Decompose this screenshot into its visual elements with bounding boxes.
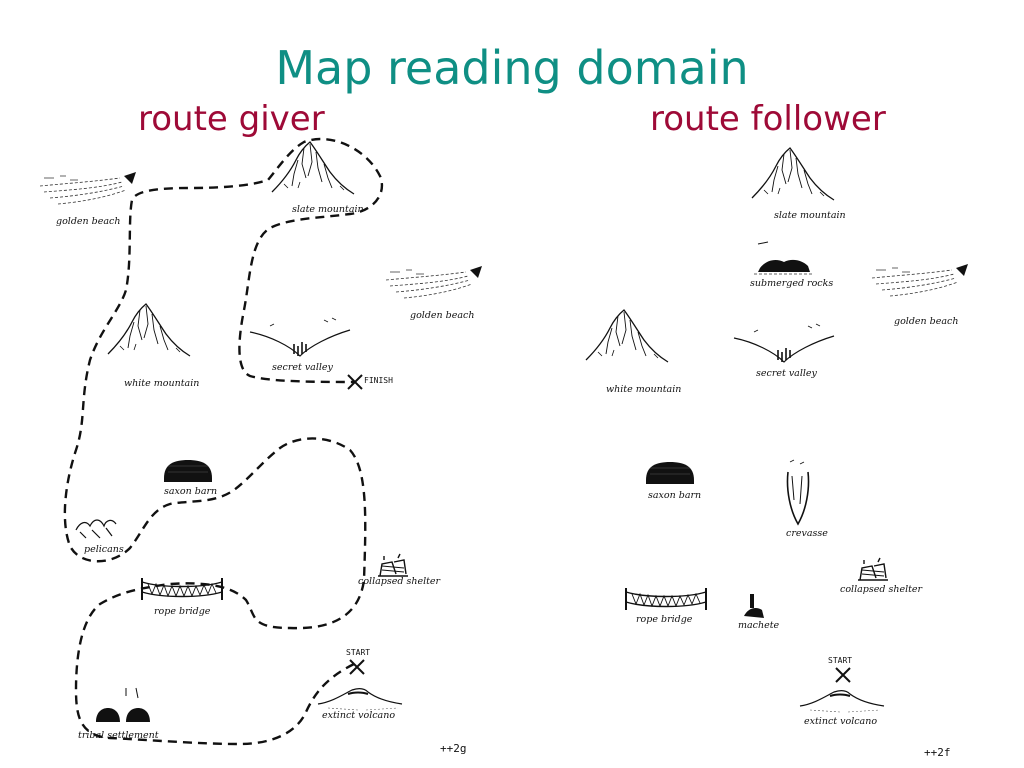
follower-saxon-barn-drawing: [645, 461, 695, 485]
follower-label-start: START: [828, 656, 853, 665]
route-path: [63, 137, 383, 746]
finish-x-mark: [347, 374, 363, 390]
follower-collapsed-shelter-drawing: [857, 557, 889, 581]
follower-label-white-mountain: white mountain: [606, 384, 682, 395]
page-title: Map reading domain: [275, 41, 749, 95]
follower-label-secret-valley: secret valley: [756, 368, 817, 379]
follower-label-saxon-barn: saxon barn: [648, 490, 702, 501]
route-follower-heading: route follower: [650, 99, 886, 139]
map-code-giver: ++2g: [440, 742, 467, 755]
machete-drawing: [744, 594, 764, 618]
map-code-follower: ++2f: [924, 746, 951, 759]
label-finish: FINISH: [364, 376, 393, 385]
follower-extinct-volcano-drawing: [799, 689, 885, 713]
label-collapsed-shelter: collapsed shelter: [358, 576, 441, 587]
follower-label-extinct-volcano: extinct volcano: [804, 716, 878, 727]
golden-beach-right-drawing: [385, 265, 483, 299]
extinct-volcano-drawing: [317, 687, 403, 711]
route-giver-heading: route giver: [138, 99, 325, 139]
label-start: START: [346, 648, 371, 657]
follower-white-mountain-drawing: [585, 309, 669, 363]
saxon-barn-drawing: [163, 459, 213, 483]
rope-bridge-drawing: [141, 577, 223, 601]
pelicans-drawing: [75, 519, 117, 539]
start-x-mark: [349, 659, 365, 675]
follower-label-machete: machete: [738, 620, 780, 631]
follower-label-slate-mountain: slate mountain: [774, 210, 846, 221]
label-secret-valley: secret valley: [272, 362, 333, 373]
follower-start-x-mark: [835, 667, 851, 683]
label-saxon-barn: saxon barn: [164, 486, 218, 497]
label-tribal-settlement: tribal settlement: [78, 730, 159, 741]
follower-rope-bridge-drawing: [625, 587, 707, 611]
crevasse-drawing: [786, 459, 810, 526]
follower-label-collapsed-shelter: collapsed shelter: [840, 584, 923, 595]
golden-beach-drawing: [39, 171, 137, 205]
secret-valley-drawing: [249, 317, 351, 357]
collapsed-shelter-drawing: [377, 553, 409, 577]
label-pelicans: pelicans: [84, 544, 124, 555]
follower-golden-beach-drawing: [871, 263, 969, 297]
submerged-rocks-drawing: [754, 241, 814, 275]
follower-label-rope-bridge: rope bridge: [636, 614, 693, 625]
label-golden-beach: golden beach: [56, 216, 121, 227]
tribal-settlement-drawing: [96, 687, 150, 722]
label-slate-mountain: slate mountain: [292, 204, 364, 215]
follower-secret-valley-drawing: [733, 323, 835, 363]
follower-label-submerged-rocks: submerged rocks: [750, 278, 834, 289]
white-mountain-drawing: [107, 303, 191, 357]
follower-label-crevasse: crevasse: [786, 528, 828, 539]
slate-mountain-drawing: [271, 141, 355, 195]
label-golden-beach-right: golden beach: [410, 310, 475, 321]
follower-label-golden-beach: golden beach: [894, 316, 959, 327]
label-white-mountain: white mountain: [124, 378, 200, 389]
follower-slate-mountain-drawing: [751, 147, 835, 201]
label-extinct-volcano: extinct volcano: [322, 710, 396, 721]
label-rope-bridge: rope bridge: [154, 606, 211, 617]
